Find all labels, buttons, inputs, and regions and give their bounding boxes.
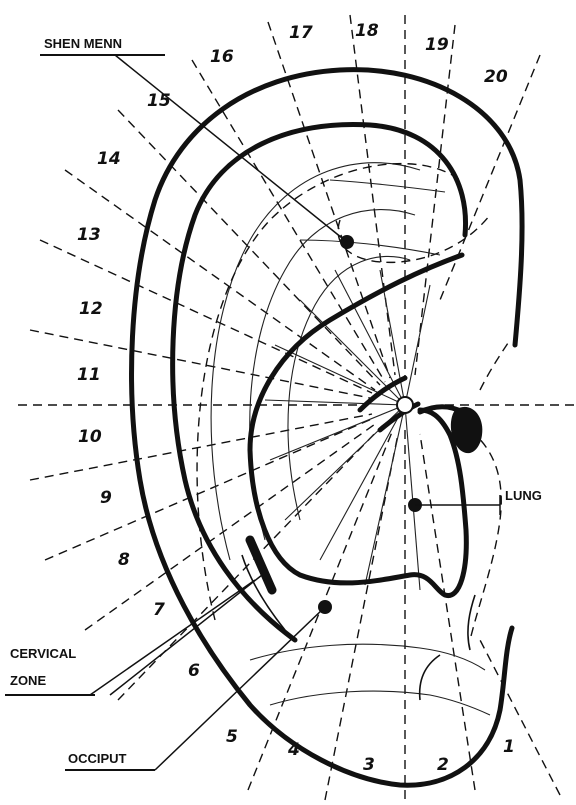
- antihelix-outline: [173, 124, 466, 640]
- sector-number-11: 11: [77, 365, 101, 385]
- sector-number-5: 5: [226, 727, 238, 747]
- shen-menn-label: SHEN MENN: [44, 36, 122, 51]
- sector-number-8: 8: [118, 550, 130, 570]
- sector-number-2: 2: [437, 755, 449, 775]
- sector-numbers: 1 2 3 4 5 6 7 8 9 10 11 12 13 14 15 16 1…: [77, 21, 515, 775]
- cervical-zone-label-line2: ZONE: [10, 673, 46, 688]
- lobule-detail: [420, 655, 440, 700]
- concha-outline: [250, 255, 466, 596]
- cervical-leader-2: [110, 575, 262, 695]
- sector-number-20: 20: [484, 67, 508, 87]
- sector-number-19: 19: [425, 35, 449, 55]
- ear-center-point: [397, 397, 413, 413]
- tragus-dashed-contour: [470, 430, 501, 640]
- sector-number-16: 16: [210, 47, 234, 67]
- sector-number-12: 12: [79, 299, 103, 319]
- occiput-label: OCCIPUT: [68, 751, 127, 766]
- cervical-zone-label-line1: CERVICAL: [10, 646, 76, 661]
- sector-number-3: 3: [363, 755, 375, 775]
- tragus-upper-dashed: [480, 340, 510, 390]
- sector-number-1: 1: [503, 737, 515, 757]
- sector-number-15: 15: [147, 91, 171, 111]
- sector-number-18: 18: [355, 21, 379, 41]
- sector-number-14: 14: [97, 149, 121, 169]
- tragus-detail: [468, 595, 475, 650]
- sector-number-9: 9: [100, 488, 112, 508]
- sector-number-6: 6: [188, 661, 200, 681]
- lung-label: LUNG: [505, 488, 542, 503]
- sector-number-13: 13: [77, 225, 101, 245]
- sector-number-17: 17: [289, 23, 313, 43]
- sector-number-4: 4: [287, 740, 300, 760]
- sector-number-10: 10: [78, 427, 102, 447]
- sector-number-7: 7: [153, 600, 165, 620]
